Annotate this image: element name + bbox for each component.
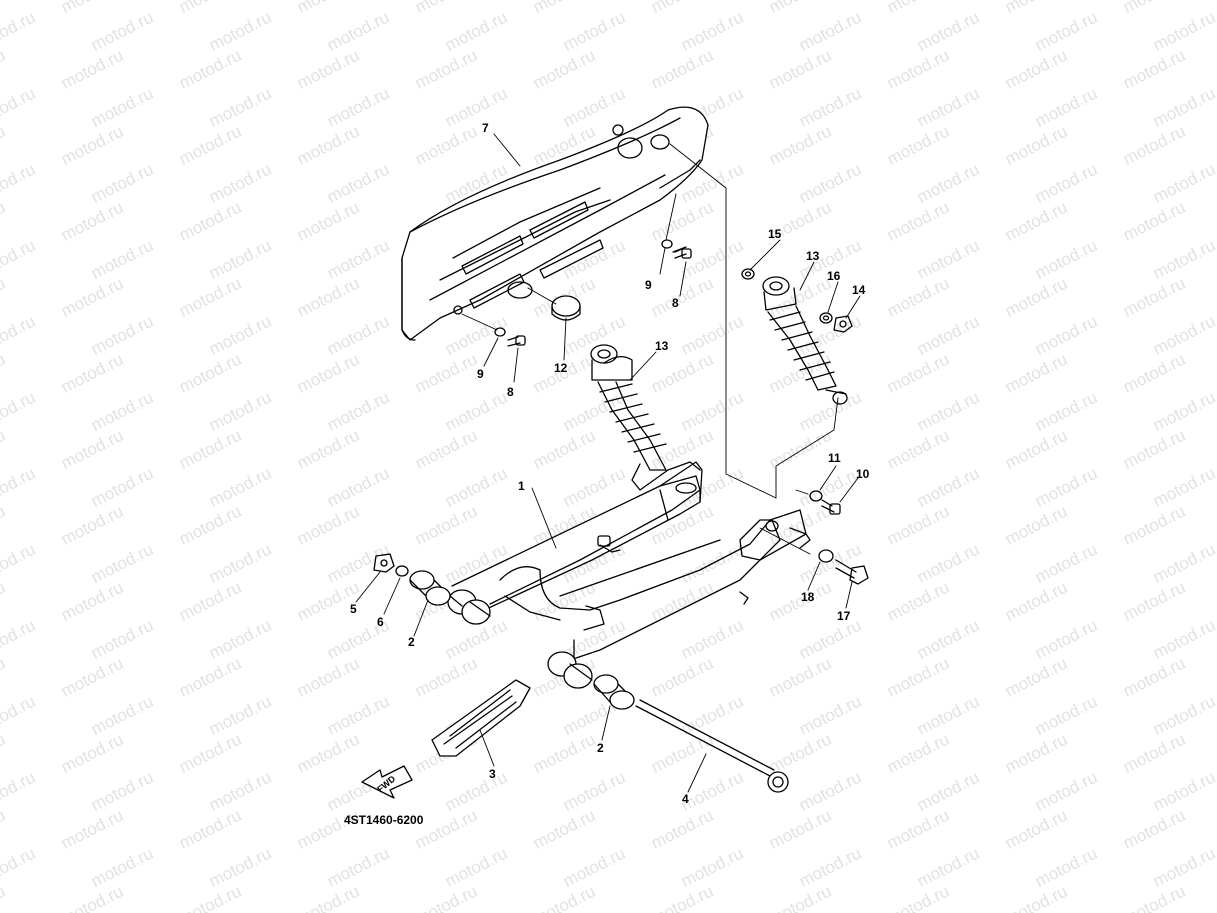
callout-18: 18 xyxy=(801,590,815,604)
bolt-17 xyxy=(835,559,869,585)
callout-13-right: 13 xyxy=(806,249,820,263)
callout-1: 1 xyxy=(518,479,525,493)
diagram-code: 4ST1460-6200 xyxy=(344,813,424,827)
washer-11 xyxy=(809,490,823,502)
callout-17: 17 xyxy=(837,609,851,623)
shock-absorber-right xyxy=(762,276,848,405)
fwd-arrow-icon xyxy=(361,765,413,799)
callout-14: 14 xyxy=(852,283,866,297)
callout-3: 3 xyxy=(489,767,496,781)
callout-16: 16 xyxy=(827,269,841,283)
callout-8-upper: 8 xyxy=(672,296,679,310)
callout-2-left: 2 xyxy=(408,635,415,649)
pivot-tube-left xyxy=(447,589,491,625)
callout-6: 6 xyxy=(377,615,384,629)
washer-15 xyxy=(741,268,755,280)
callout-5: 5 xyxy=(350,602,357,616)
callout-9-lower: 9 xyxy=(477,367,484,381)
callout-8-lower: 8 xyxy=(507,385,514,399)
swingarm xyxy=(451,461,811,661)
callout-7: 7 xyxy=(482,121,489,135)
callout-15: 15 xyxy=(768,227,782,241)
washer-6 xyxy=(395,565,409,577)
callout-10: 10 xyxy=(856,467,870,481)
callout-9-upper: 9 xyxy=(645,278,652,292)
washer-18 xyxy=(818,549,834,563)
nut-5 xyxy=(373,553,395,573)
cap xyxy=(551,295,581,321)
guide-lines xyxy=(461,143,839,555)
bushing-left xyxy=(409,570,451,606)
pivot-shaft xyxy=(635,699,789,793)
callout-2-right: 2 xyxy=(597,741,604,755)
callout-13-center: 13 xyxy=(655,339,669,353)
bolt-upper-left xyxy=(494,327,526,347)
leader-lines xyxy=(355,133,861,793)
bushing-right xyxy=(593,674,635,710)
pivot-tube-right xyxy=(547,651,593,689)
nut-14 xyxy=(833,315,853,333)
callout-11: 11 xyxy=(828,451,841,465)
bolt-10 xyxy=(821,499,841,515)
chain-case xyxy=(401,106,709,341)
shock-absorber-center xyxy=(590,344,701,491)
washer-16 xyxy=(819,312,833,324)
callout-12: 12 xyxy=(554,361,568,375)
bolt-upper-right xyxy=(661,239,692,259)
callout-4: 4 xyxy=(682,792,689,806)
chain-slider xyxy=(431,679,531,757)
